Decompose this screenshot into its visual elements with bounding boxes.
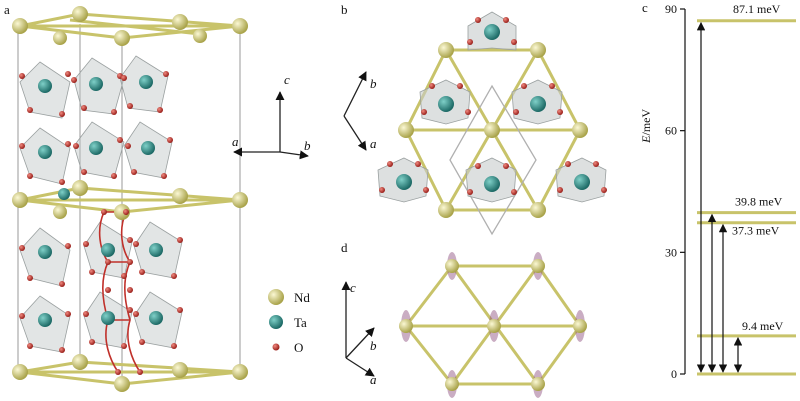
legend-nd-label: Nd [294,290,310,305]
y-tick-label: 0 [671,367,677,381]
energy-levels: 9.4 meV 37.3 meV 39.8 meV 87.1 meV [697,2,796,376]
axis-triad-b [343,71,367,151]
b-axis-label-a: b [304,138,311,153]
nd-atoms-a [12,6,248,392]
axis-triad-d [341,281,375,377]
unit-cell-b [449,84,537,236]
legend-ta-label: Ta [294,315,307,330]
energy-level-label: 87.1 meV [733,2,781,16]
energy-axis-label: E/meV [639,108,653,143]
energy-level-label: 39.8 meV [735,195,783,209]
panel-c: c 0 30 60 90 E/meV 9.4 meV 37.3 meV 39.8 meV 8… [639,0,796,381]
octahedra-b [377,11,607,203]
legend-ta-swatch [269,315,283,329]
ta-atoms-b [396,24,590,192]
legend: Nd Ta O [268,289,310,355]
nd-layer-top [19,12,241,40]
a-axis-arrow-b [343,115,367,151]
energy-axis-label-symbol: E [639,135,653,144]
o-atoms-b [379,17,607,195]
b-axis-label-b: b [370,76,377,91]
o-atoms-a [19,71,183,375]
panel-d-label: d [341,240,348,255]
c-axis-label-a: c [284,72,290,87]
panel-b-label: b [341,2,348,17]
y-tick-label: 30 [665,245,677,259]
b-axis-arrow-a [279,150,309,160]
panel-b: b [341,2,607,236]
nd-atoms-b [398,42,588,218]
axis-triad-a [233,91,309,160]
y-tick-label: 60 [665,124,677,138]
energy-axis-ticks: 0 30 60 90 [665,2,685,381]
legend-o-label: O [294,340,303,355]
nd-layer-bottom [19,360,241,386]
legend-o-swatch [272,343,280,351]
legend-nd-swatch [268,289,284,305]
a-axis-arrow-d [345,357,375,377]
b-axis-label-d: b [370,338,377,353]
transition-arrows [696,21,743,373]
y-tick-label: 90 [665,2,677,16]
energy-level-label: 9.4 meV [742,319,784,333]
c-axis-label-d: c [350,280,356,295]
b-axis-arrow-d [345,327,375,359]
energy-level-label: 37.3 meV [732,224,780,238]
a-axis-label-a: a [232,134,239,149]
b-axis-arrow-b [343,71,367,117]
a-axis-label-b: a [370,136,377,151]
a-axis-label-d: a [370,372,377,387]
panel-d: d [341,240,587,398]
nd-atoms-d [399,259,587,391]
panel-a: a [4,2,311,392]
energy-axis-label-unit: /meV [639,108,653,135]
ta-atoms-a [38,75,163,327]
panel-c-label: c [642,0,648,15]
panel-a-label: a [4,2,10,17]
nd-layer-middle [19,186,241,214]
